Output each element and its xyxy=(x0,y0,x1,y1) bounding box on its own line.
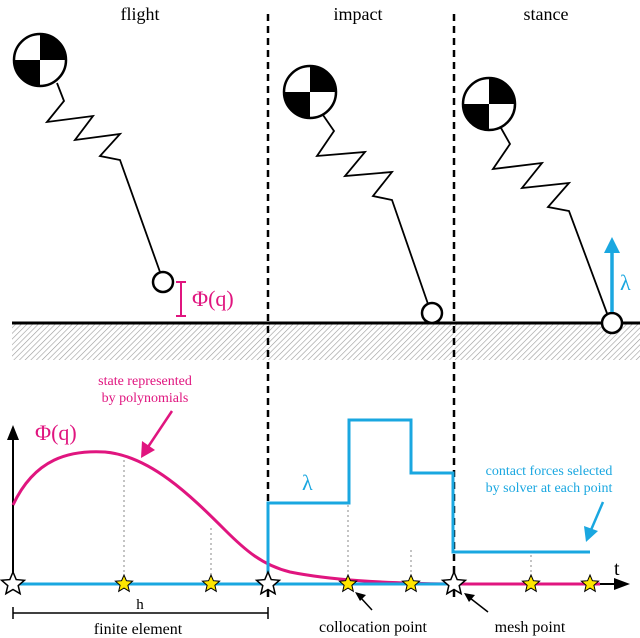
collocation-point-star-icon xyxy=(580,573,600,593)
foot xyxy=(151,270,175,294)
spring-leg xyxy=(44,82,161,273)
collocation-points xyxy=(114,573,600,593)
body-marker-icon xyxy=(282,64,338,120)
annotation-state-arrow xyxy=(141,410,174,458)
annotation-contact-line1: contact forces selected xyxy=(486,464,613,479)
y-axis-arrow-icon xyxy=(7,425,19,440)
collocation-point-arrow xyxy=(355,592,373,611)
spring-leg xyxy=(315,114,429,305)
lambda-force-arrow xyxy=(604,237,620,312)
collocation-point-star-icon xyxy=(521,573,541,593)
lambda-step-plot xyxy=(266,418,590,584)
mesh-point-star-icon xyxy=(440,570,468,596)
mesh-point-arrow xyxy=(464,593,489,613)
time-axis-label: t xyxy=(614,558,620,580)
x-axis-arrow-icon xyxy=(614,578,630,590)
mesh-point-star-icon xyxy=(0,570,27,596)
annotation-contact-arrow xyxy=(584,501,605,542)
phi-gap-indicator xyxy=(176,281,186,317)
annotation-state-line1: state represented xyxy=(98,374,192,389)
h-label: h xyxy=(136,597,144,613)
phase-title-flight: flight xyxy=(121,4,160,24)
foot xyxy=(420,301,444,325)
finite-element-label: finite element xyxy=(94,621,183,638)
lambda-label-top: λ xyxy=(620,270,631,295)
annotation-state-line2: by polynomials xyxy=(102,391,189,406)
collocation-point-star-icon xyxy=(401,573,421,593)
collocation-point-label: collocation point xyxy=(319,619,428,636)
foot xyxy=(600,311,624,335)
phase-title-impact: impact xyxy=(334,4,383,24)
phi-label-top: Φ(q) xyxy=(192,286,234,311)
lambda-label-plot: λ xyxy=(302,470,313,495)
mesh-points xyxy=(0,570,468,596)
collocation-point-star-icon xyxy=(114,573,134,593)
collocation-point-star-icon xyxy=(201,573,221,593)
annotation-contact-line2: by solver at each point xyxy=(486,481,613,496)
spring-leg xyxy=(491,127,609,317)
body-marker-icon xyxy=(12,32,68,88)
hopper-impact xyxy=(282,64,444,325)
hopper-flight xyxy=(12,32,175,294)
collocation-guides xyxy=(123,455,532,584)
ground-hatch xyxy=(12,324,640,360)
hopper-stance xyxy=(461,76,624,335)
collocation-point-star-icon xyxy=(338,573,358,593)
mesh-point-star-icon xyxy=(254,570,282,596)
body-marker-icon xyxy=(461,76,517,132)
phi-label-plot: Φ(q) xyxy=(35,420,77,445)
phase-title-stance: stance xyxy=(524,4,569,24)
mesh-point-label: mesh point xyxy=(495,619,566,636)
finite-element-span xyxy=(12,607,269,619)
